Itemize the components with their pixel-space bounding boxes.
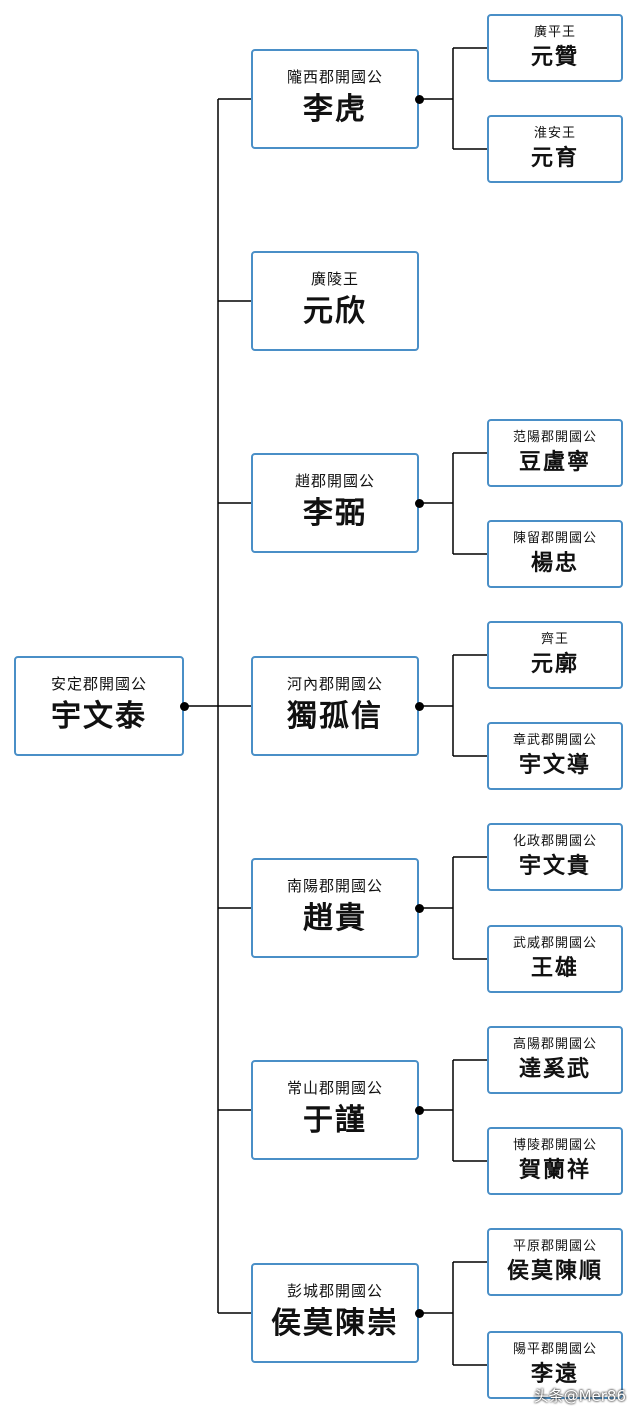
root-junction-dot (179, 701, 189, 711)
child-node: 齊王元廓 (487, 621, 623, 689)
root-title: 安定郡開國公 (50, 675, 147, 693)
child-node-title: 武威郡開國公 (512, 936, 597, 951)
child-node-title: 陳留郡開國公 (512, 531, 597, 546)
branch-node: 彭城郡開國公侯莫陳崇 (251, 1263, 419, 1363)
child-node: 廣平王元贊 (487, 14, 623, 82)
branch-node-name: 侯莫陳崇 (271, 1306, 399, 1341)
branch-node: 常山郡開國公于謹 (251, 1060, 419, 1160)
root-name: 宇文泰 (51, 699, 147, 734)
child-node: 范陽郡開國公豆盧寧 (487, 419, 623, 487)
branch-node: 河內郡開國公獨孤信 (251, 656, 419, 756)
branch-node-name: 元欣 (303, 294, 367, 329)
branch-node: 趙郡開國公李弼 (251, 453, 419, 553)
child-node-title: 化政郡開國公 (512, 834, 597, 849)
branch-node-title: 隴西郡開國公 (286, 68, 383, 86)
child-node-title: 高陽郡開國公 (512, 1037, 597, 1052)
branch-node-name: 趙貴 (303, 901, 367, 936)
branch-node-title: 廣陵王 (310, 270, 359, 288)
branch-junction-dot (414, 498, 424, 508)
child-node-title: 陽平郡開國公 (512, 1342, 597, 1357)
child-node-name: 王雄 (530, 955, 579, 981)
child-node-name: 豆盧寧 (518, 449, 591, 475)
branch-node-name: 于謹 (303, 1103, 367, 1138)
child-node-name: 宇文導 (518, 752, 591, 778)
child-node: 高陽郡開國公達奚武 (487, 1026, 623, 1094)
child-node-name: 達奚武 (518, 1056, 591, 1082)
branch-node-name: 獨孤信 (287, 699, 383, 734)
branch-node: 南陽郡開國公趙貴 (251, 858, 419, 958)
child-node: 淮安王元育 (487, 115, 623, 183)
branch-node-title: 趙郡開國公 (294, 472, 375, 490)
branch-junction-dot (414, 1308, 424, 1318)
child-node-name: 元贊 (530, 44, 579, 70)
root-node: 安定郡開國公 宇文泰 (14, 656, 184, 756)
branch-node-title: 彭城郡開國公 (286, 1282, 383, 1300)
branch-junction-dot (414, 903, 424, 913)
child-node-title: 齊王 (540, 632, 569, 647)
child-node-title: 章武郡開國公 (512, 733, 597, 748)
child-node-name: 楊忠 (530, 550, 579, 576)
child-node-title: 平原郡開國公 (512, 1239, 597, 1254)
branch-node-title: 常山郡開國公 (286, 1079, 383, 1097)
branch-node-name: 李弼 (303, 496, 367, 531)
child-node: 章武郡開國公宇文導 (487, 722, 623, 790)
child-node: 平原郡開國公侯莫陳順 (487, 1228, 623, 1296)
branch-junction-dot (414, 701, 424, 711)
child-node: 陳留郡開國公楊忠 (487, 520, 623, 588)
watermark: 头条@Mer86 (533, 1387, 626, 1405)
branch-junction-dot (414, 1105, 424, 1115)
child-node: 博陵郡開國公賀蘭祥 (487, 1127, 623, 1195)
branch-node: 廣陵王元欣 (251, 251, 419, 351)
branch-junction-dot (414, 94, 424, 104)
child-node-title: 淮安王 (533, 126, 576, 141)
child-node-title: 博陵郡開國公 (512, 1138, 597, 1153)
child-node: 化政郡開國公宇文貴 (487, 823, 623, 891)
child-node-name: 元廓 (530, 651, 579, 677)
child-node: 武威郡開國公王雄 (487, 925, 623, 993)
child-node: 陽平郡開國公李遠 (487, 1331, 623, 1399)
branch-node: 隴西郡開國公李虎 (251, 49, 419, 149)
child-node-name: 賀蘭祥 (518, 1157, 591, 1183)
child-node-name: 宇文貴 (518, 853, 591, 879)
branch-node-title: 南陽郡開國公 (286, 877, 383, 895)
branch-node-name: 李虎 (303, 92, 367, 127)
child-node-name: 元育 (530, 145, 579, 171)
branch-node-title: 河內郡開國公 (286, 675, 383, 693)
child-node-title: 范陽郡開國公 (512, 430, 597, 445)
child-node-name: 李遠 (530, 1361, 579, 1387)
child-node-title: 廣平王 (533, 25, 576, 40)
child-node-name: 侯莫陳順 (506, 1258, 603, 1284)
